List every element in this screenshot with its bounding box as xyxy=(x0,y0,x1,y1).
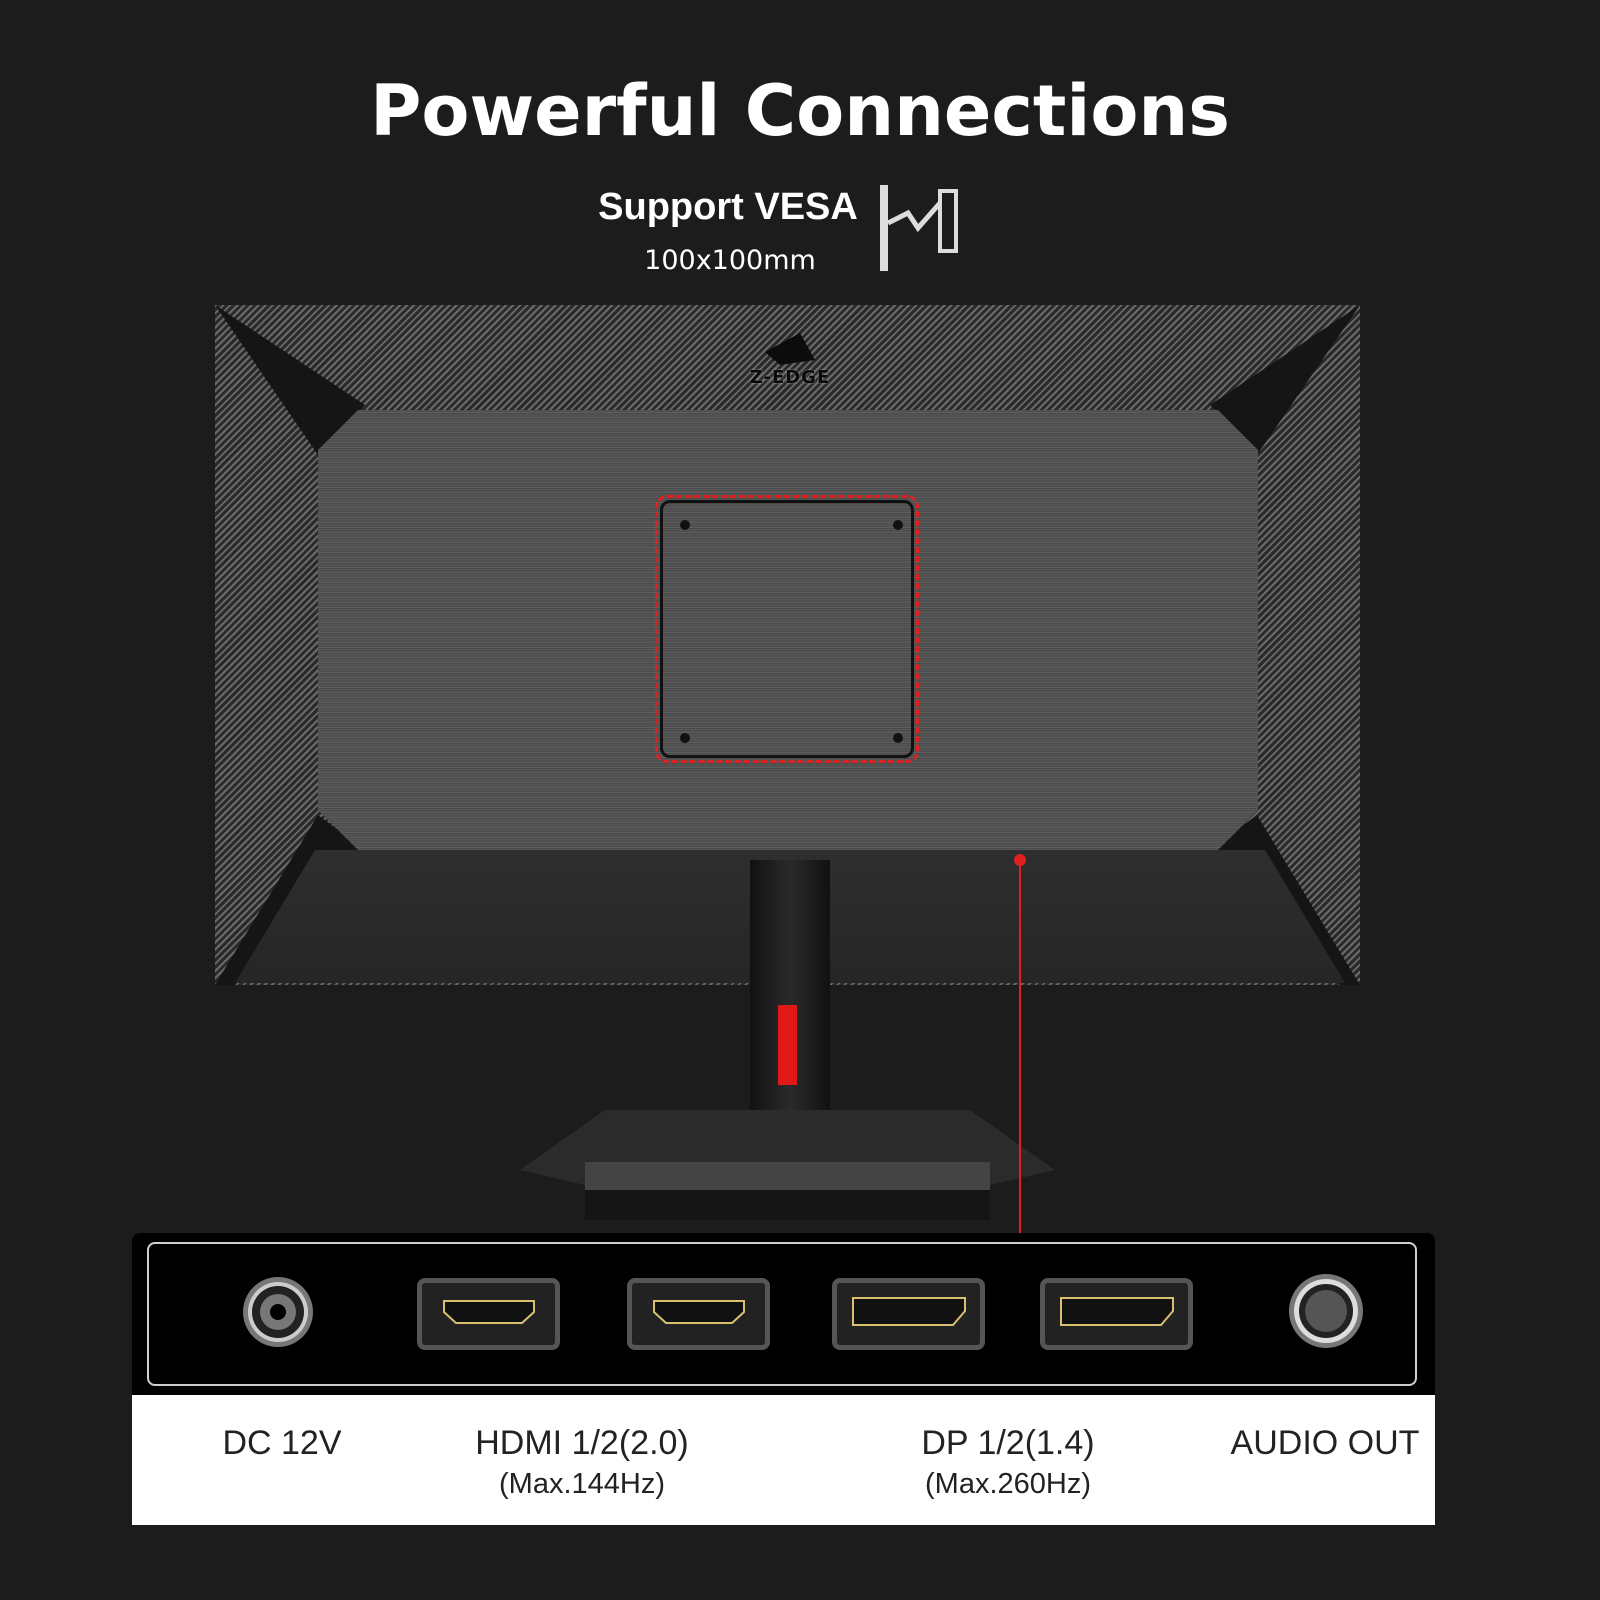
screw-hole xyxy=(893,733,903,743)
port-label-audio: AUDIO OUT xyxy=(1175,1423,1475,1463)
port-sublabel: (Max.260Hz) xyxy=(925,1468,1091,1500)
port-label: AUDIO OUT xyxy=(1230,1424,1420,1462)
vesa-title: Support VESA xyxy=(598,186,858,228)
dc-power-jack-icon xyxy=(243,1277,313,1347)
displayport-icon xyxy=(1040,1278,1193,1350)
hdmi-port-icon xyxy=(627,1278,770,1350)
brand-logo xyxy=(765,333,815,365)
port-label-hdmi: HDMI 1/2(2.0) (Max.144Hz) xyxy=(432,1423,732,1501)
page-title: Powerful Connections xyxy=(370,70,1230,152)
rear-panel xyxy=(318,410,1258,850)
callout-dot xyxy=(1014,854,1026,866)
screw-hole xyxy=(680,733,690,743)
stand-base xyxy=(520,1110,1055,1220)
callout-line xyxy=(1019,860,1021,1233)
brand-logo-text: Z-EDGE xyxy=(749,367,831,388)
port-labels: DC 12V HDMI 1/2(2.0) (Max.144Hz) DP 1/2(… xyxy=(132,1395,1435,1525)
vesa-highlight xyxy=(655,495,919,763)
audio-jack-icon xyxy=(1289,1274,1363,1348)
vesa-mount-plate xyxy=(660,500,914,758)
stand-red-accent xyxy=(778,1005,797,1085)
port-panel xyxy=(132,1233,1435,1395)
port-panel-frame xyxy=(147,1242,1417,1386)
port-label-dp: DP 1/2(1.4) (Max.260Hz) xyxy=(858,1423,1158,1501)
port-label: DP 1/2(1.4) xyxy=(921,1424,1095,1462)
wall-mount-arm-icon xyxy=(880,185,958,271)
screw-hole xyxy=(680,520,690,530)
screw-hole xyxy=(893,520,903,530)
vesa-size: 100x100mm xyxy=(644,245,816,276)
displayport-icon xyxy=(832,1278,985,1350)
hdmi-port-icon xyxy=(417,1278,560,1350)
port-sublabel: (Max.144Hz) xyxy=(499,1468,665,1500)
port-label: HDMI 1/2(2.0) xyxy=(475,1424,689,1462)
port-label-dc: DC 12V xyxy=(132,1423,432,1463)
port-label: DC 12V xyxy=(222,1424,342,1462)
